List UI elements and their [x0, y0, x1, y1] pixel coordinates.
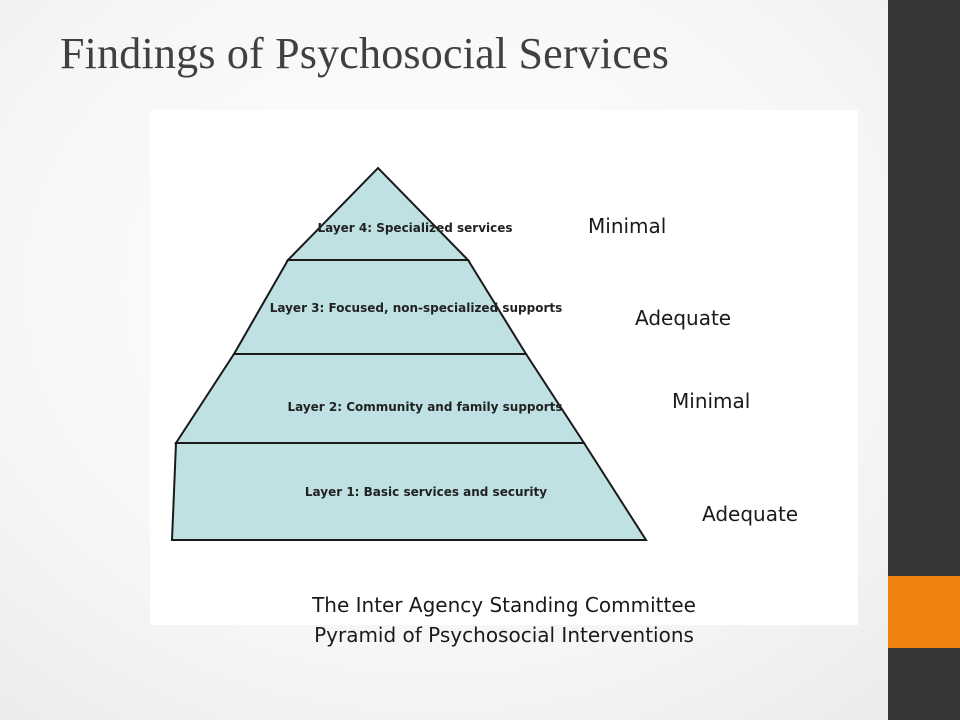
- layer-1-label: Layer 1: Basic services and security: [305, 485, 547, 499]
- pyramid-layer-2: [174, 353, 586, 444]
- orange-accent-block: [888, 576, 960, 648]
- layer-4-label: Layer 4: Specialized services: [317, 221, 512, 235]
- slide-title: Findings of Psychosocial Services: [60, 29, 670, 78]
- layer-1-rating: Adequate: [702, 502, 799, 526]
- caption-line-2: Pyramid of Psychosocial Interventions: [314, 623, 694, 647]
- caption-line-1: The Inter Agency Standing Committee: [312, 593, 696, 617]
- layer-4-rating: Minimal: [588, 214, 667, 238]
- layer-3-label: Layer 3: Focused, non-specialized suppor…: [270, 301, 563, 315]
- pyramid-layer-4: [285, 166, 471, 261]
- pyramid-layer-1: [170, 442, 648, 541]
- layer-3-rating: Adequate: [635, 306, 732, 330]
- layer-2-label: Layer 2: Community and family supports: [287, 400, 562, 414]
- layer-2-rating: Minimal: [672, 389, 751, 413]
- pyramid-caption: The Inter Agency Standing Committee Pyra…: [150, 590, 858, 650]
